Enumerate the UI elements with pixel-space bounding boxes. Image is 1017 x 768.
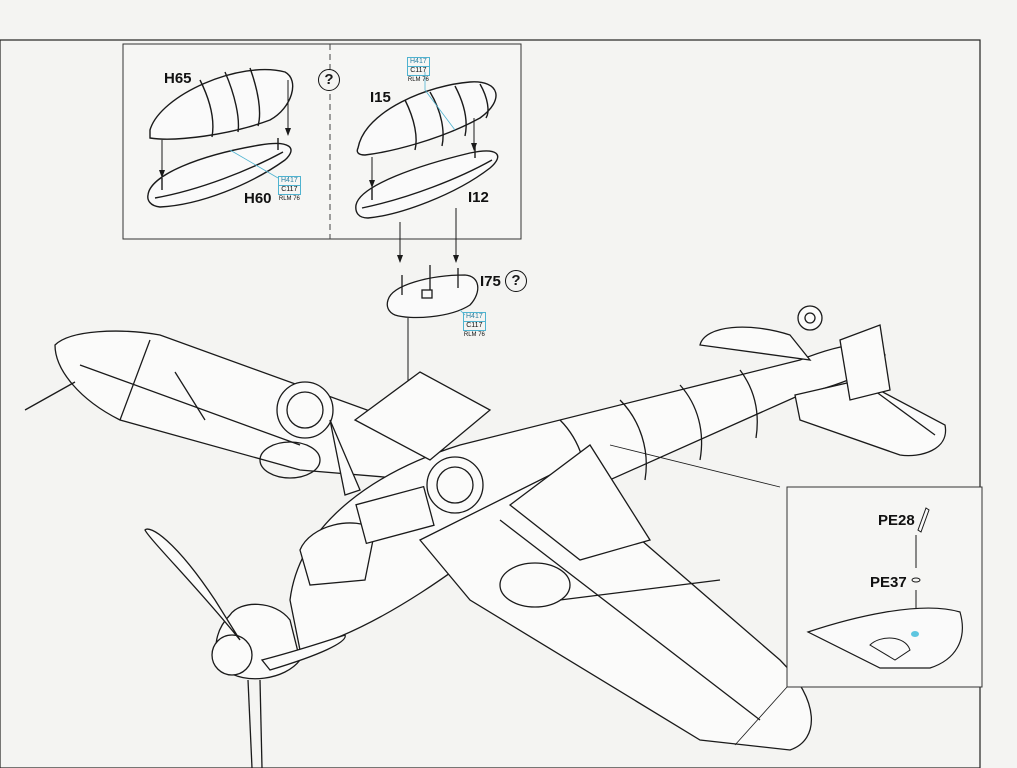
question-mark-icon-top: ? [318, 69, 340, 91]
left-main-wheel [276, 381, 334, 439]
paint-code-a: H417 [463, 312, 486, 322]
part-label-pe28: PE28 [878, 512, 915, 529]
paint-rlm: RLM 76 [407, 77, 429, 83]
paint-code-b: C117 [407, 67, 430, 76]
part-label-pe37: PE37 [870, 574, 907, 591]
drop-tank-inset [122, 43, 522, 240]
tank-bottom-i12 [355, 146, 499, 219]
tank-top-h65 [149, 67, 294, 140]
tank-top-i15 [356, 81, 497, 156]
paint-callout-i75: H417 C117 RLM 76 [463, 312, 486, 339]
page-frame [0, 39, 981, 768]
part-label-i12: I12 [468, 189, 489, 206]
paint-code-b: C117 [278, 186, 301, 195]
antenna-inset [609, 444, 983, 746]
paint-code-a: H417 [407, 57, 430, 67]
aircraft-drawing [24, 305, 947, 768]
paint-code-a: H417 [278, 176, 301, 186]
paint-callout-i15: H417 C117 RLM 76 [407, 57, 430, 84]
paint-rlm: RLM 76 [278, 196, 300, 202]
part-label-i15: I15 [370, 89, 391, 106]
right-main-wheel [426, 456, 484, 514]
part-label-i75: I75 [480, 273, 501, 290]
part-label-h60: H60 [244, 190, 272, 207]
mount-plate-i75 [386, 265, 479, 319]
paint-callout-h60: H417 C117 RLM 76 [278, 176, 301, 203]
question-mark-icon-i75: ? [505, 270, 527, 292]
part-label-h65: H65 [164, 70, 192, 87]
paint-rlm: RLM 76 [463, 332, 485, 338]
paint-code-b: C117 [463, 322, 486, 331]
tank-bottom-h60 [147, 138, 292, 208]
